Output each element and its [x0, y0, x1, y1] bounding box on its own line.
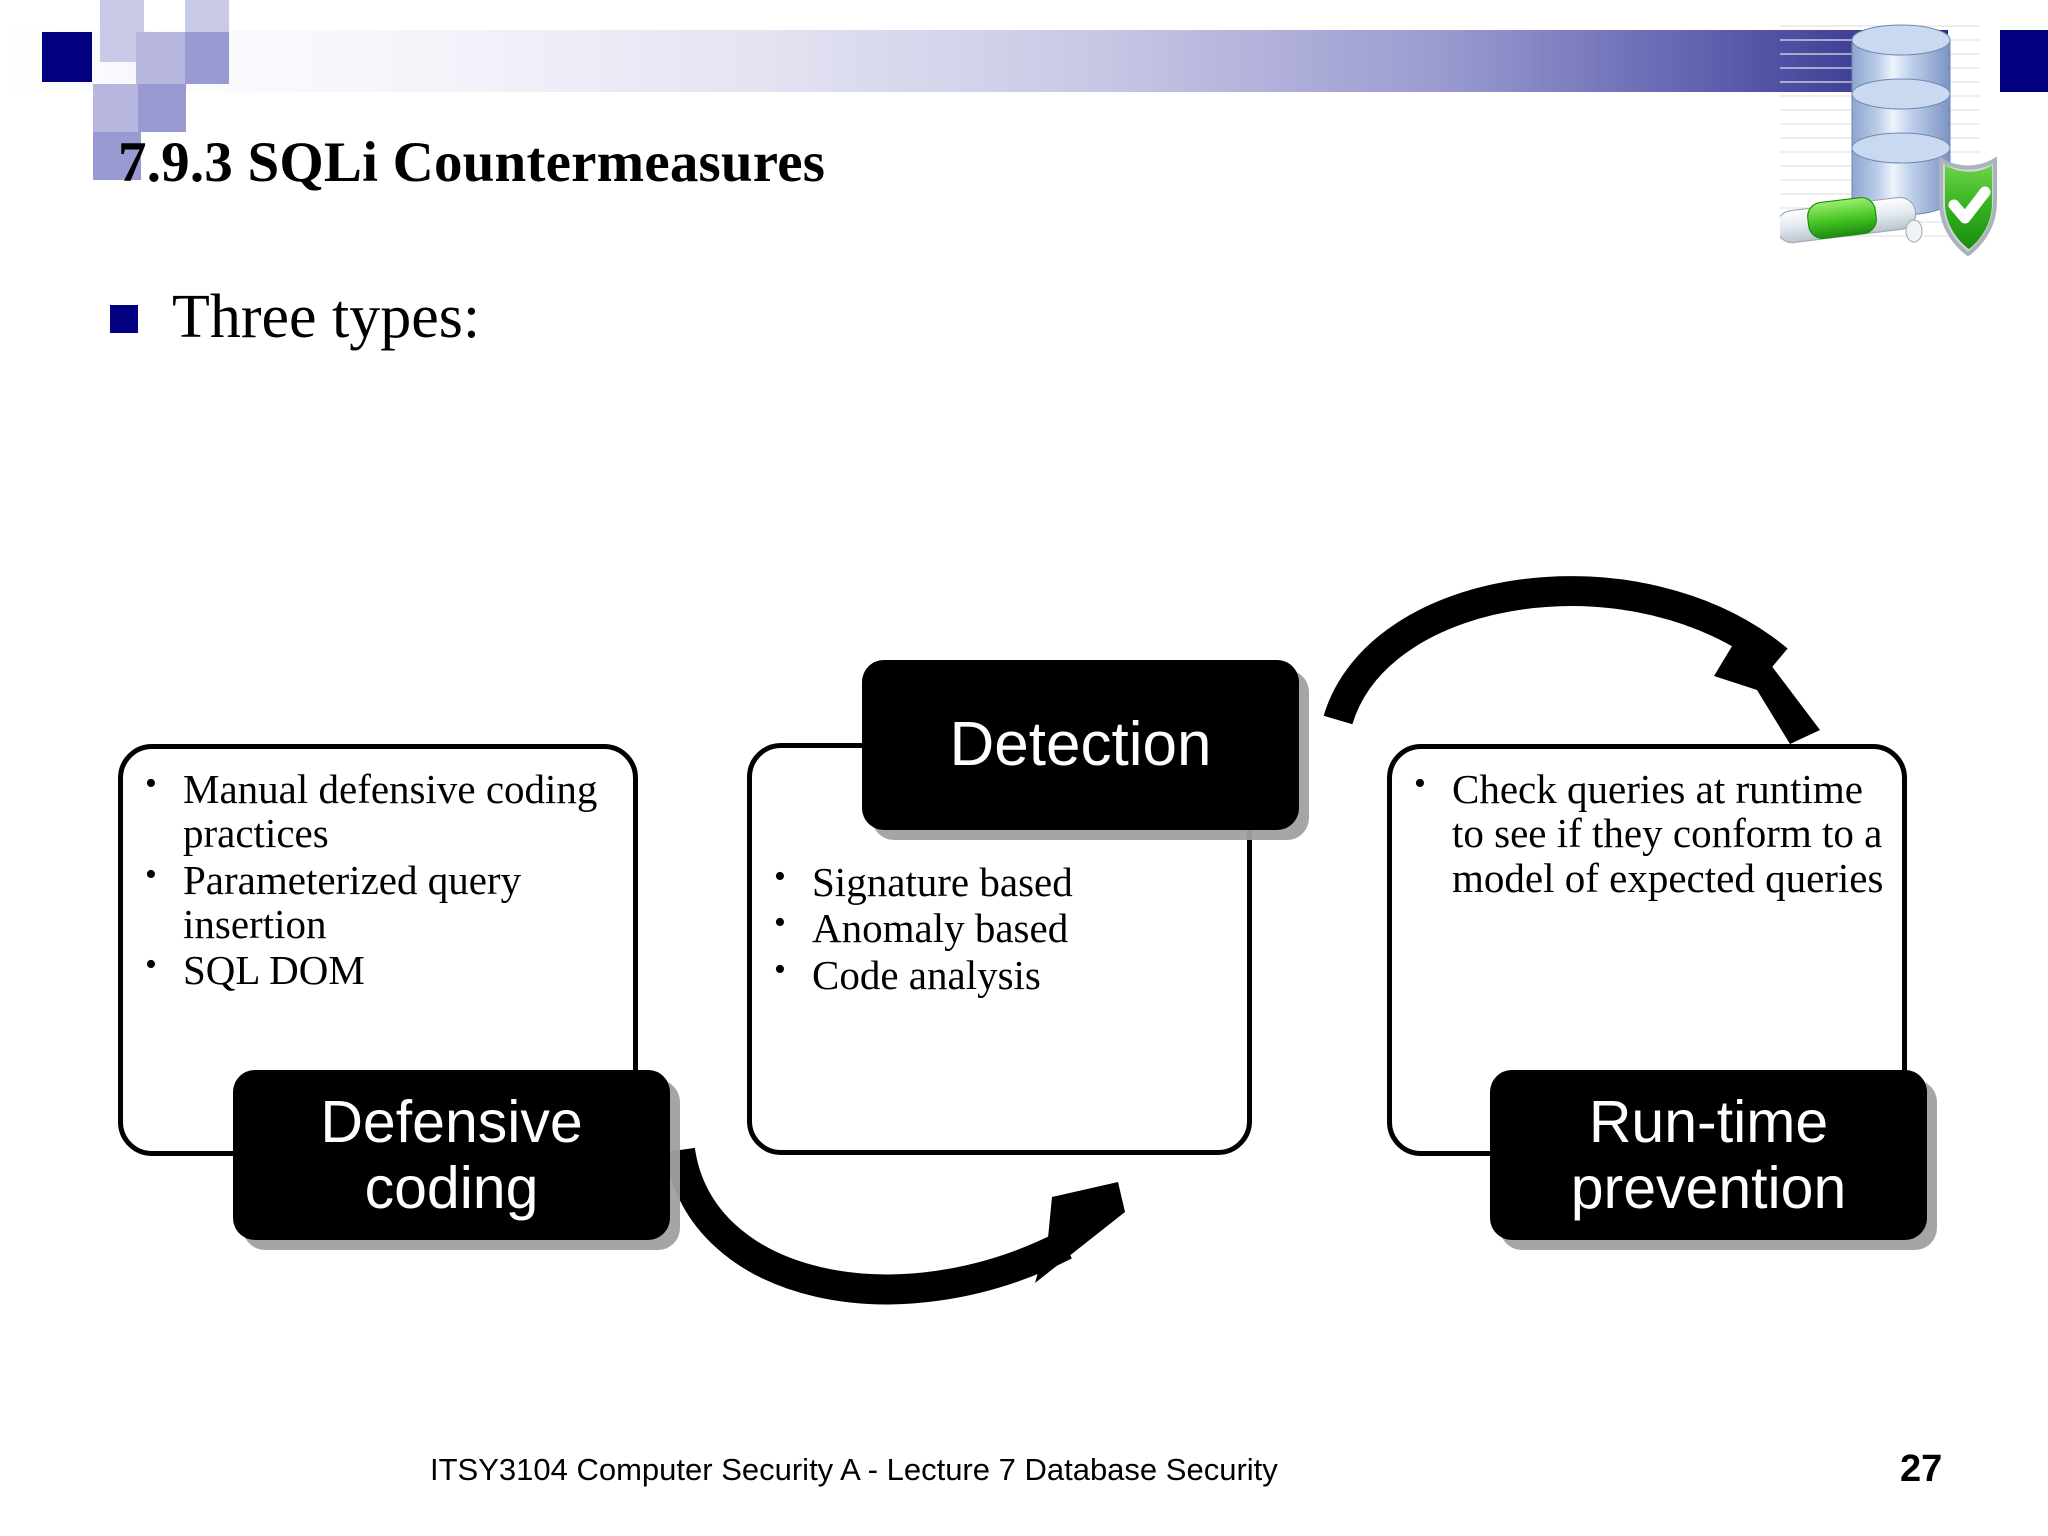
page-title: 7.9.3 SQLi Countermeasures	[118, 131, 826, 194]
page-number: 27	[1900, 1448, 1943, 1490]
list-item: Manual defensive coding practices	[137, 765, 611, 856]
header-right-navy-square	[2000, 30, 2048, 92]
list-item: Anomaly based	[766, 904, 1225, 950]
database-shield-icon	[1780, 8, 2020, 266]
intro-bullet-text: Three types:	[172, 283, 481, 351]
defensive-coding-list: Manual defensive coding practices Parame…	[137, 765, 611, 992]
stage-label-runtime-prevention[interactable]: Run-time prevention	[1490, 1070, 1927, 1240]
list-item: Code analysis	[766, 951, 1225, 997]
stage-label-runtime-prevention-text: Run-time prevention	[1570, 1088, 1847, 1221]
header-square-4	[185, 32, 229, 84]
arrow-defensive-to-detection	[665, 1147, 1125, 1305]
footer-text: ITSY3104 Computer Security A - Lecture 7…	[430, 1452, 1278, 1487]
detection-list: Signature based Anomaly based Code analy…	[766, 858, 1225, 997]
runtime-prevention-list: Check queries at runtime to see if they …	[1406, 765, 1884, 900]
arrow-detection-to-runtime	[1323, 576, 1820, 744]
header-square-navy	[42, 32, 92, 82]
list-item: Parameterized query insertion	[137, 856, 611, 947]
list-item: SQL DOM	[137, 946, 611, 992]
header-square-3	[136, 32, 188, 84]
stage-label-detection-text: Detection	[949, 710, 1212, 780]
header-square-6	[138, 84, 186, 132]
stage-label-defensive-coding[interactable]: Defensive coding	[233, 1070, 670, 1240]
header-square-5	[93, 84, 141, 132]
list-item: Check queries at runtime to see if they …	[1406, 765, 1884, 900]
list-item: Signature based	[766, 858, 1225, 904]
header-square-7	[93, 132, 141, 180]
stage-label-defensive-coding-text: Defensive coding	[320, 1088, 583, 1221]
square-bullet-icon	[110, 305, 138, 333]
header-band	[150, 30, 1948, 92]
stage-label-detection[interactable]: Detection	[862, 660, 1299, 830]
